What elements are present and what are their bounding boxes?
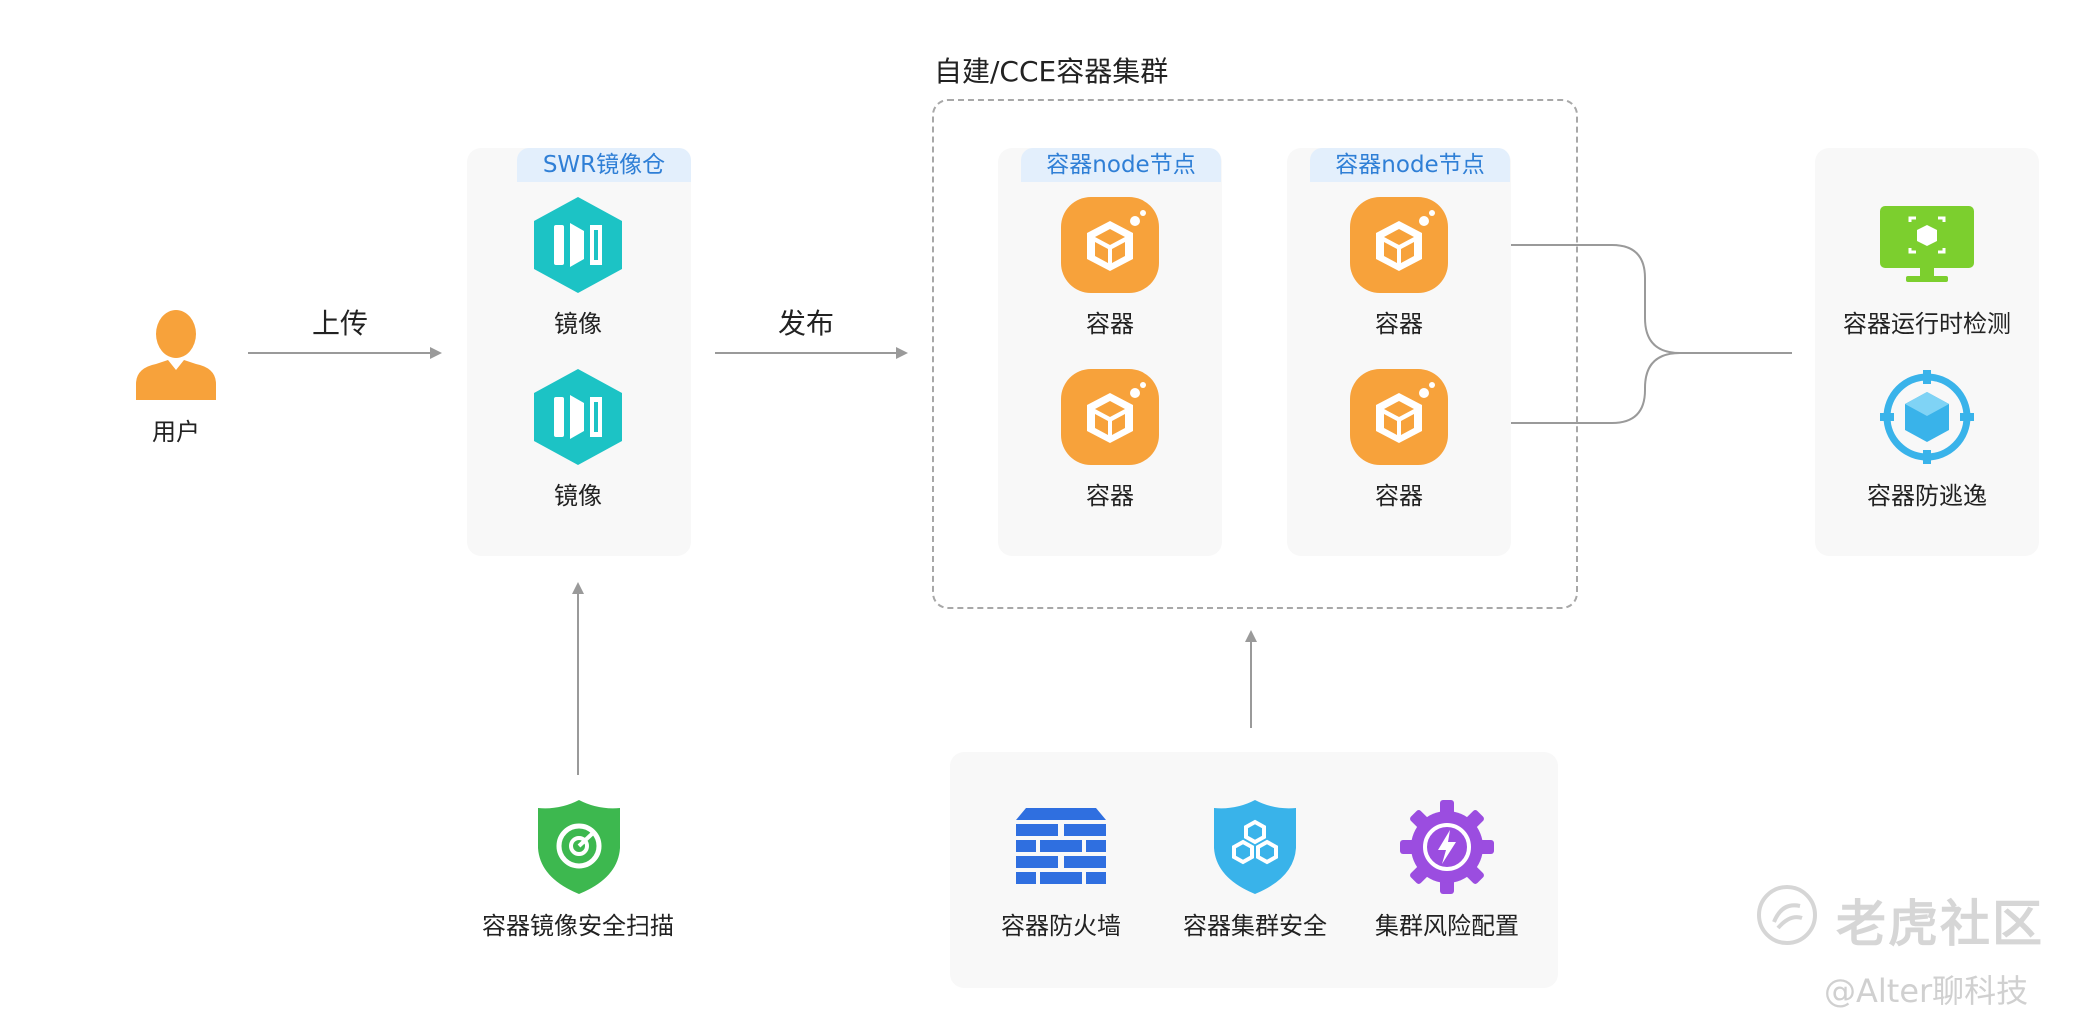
image-scan-label: 容器镜像安全扫描 <box>482 912 674 940</box>
container-label: 容器 <box>1086 482 1134 510</box>
upload-label: 上传 <box>312 307 369 340</box>
runtime-arrow-bottom <box>1470 352 1681 429</box>
user-icon <box>134 308 218 400</box>
shield-scan-icon <box>538 800 620 894</box>
cluster-frame <box>932 99 1578 609</box>
image-label: 镜像 <box>554 482 602 510</box>
container-icon <box>1350 369 1448 465</box>
cluster-shield-icon <box>1214 800 1296 894</box>
node-tag: 容器node节点 <box>1021 148 1221 182</box>
image-label: 镜像 <box>554 310 602 338</box>
cluster-security-label: 容器集群安全 <box>1183 912 1327 940</box>
risk-config-label: 集群风险配置 <box>1375 912 1519 940</box>
watermark-sub: @Alter聊科技 <box>1824 972 2029 1010</box>
runtime-escape-label: 容器防逃逸 <box>1867 482 1987 510</box>
container-icon <box>1350 197 1448 293</box>
watermark-logo-icon <box>1756 884 1818 946</box>
watermark-main: 老虎社区 <box>1836 895 2044 953</box>
user-label: 用户 <box>152 418 200 446</box>
runtime-arrow-top <box>1470 239 1792 354</box>
cluster-title: 自建/CCE容器集群 <box>934 55 1169 88</box>
escape-target-icon <box>1880 370 1974 464</box>
container-label: 容器 <box>1086 310 1134 338</box>
publish-label: 发布 <box>778 307 835 340</box>
firewall-icon <box>1016 808 1106 888</box>
container-label: 容器 <box>1375 482 1423 510</box>
container-icon <box>1061 197 1159 293</box>
monitor-scan-icon <box>1880 206 1974 284</box>
node-tag: 容器node节点 <box>1310 148 1510 182</box>
gear-bolt-icon <box>1400 800 1494 894</box>
container-label: 容器 <box>1375 310 1423 338</box>
image-icon <box>534 197 622 293</box>
container-icon <box>1061 369 1159 465</box>
firewall-label: 容器防火墙 <box>1001 912 1121 940</box>
registry-tag: SWR镜像仓 <box>517 148 691 182</box>
runtime-detect-label: 容器运行时检测 <box>1843 310 2011 338</box>
image-icon <box>534 369 622 465</box>
